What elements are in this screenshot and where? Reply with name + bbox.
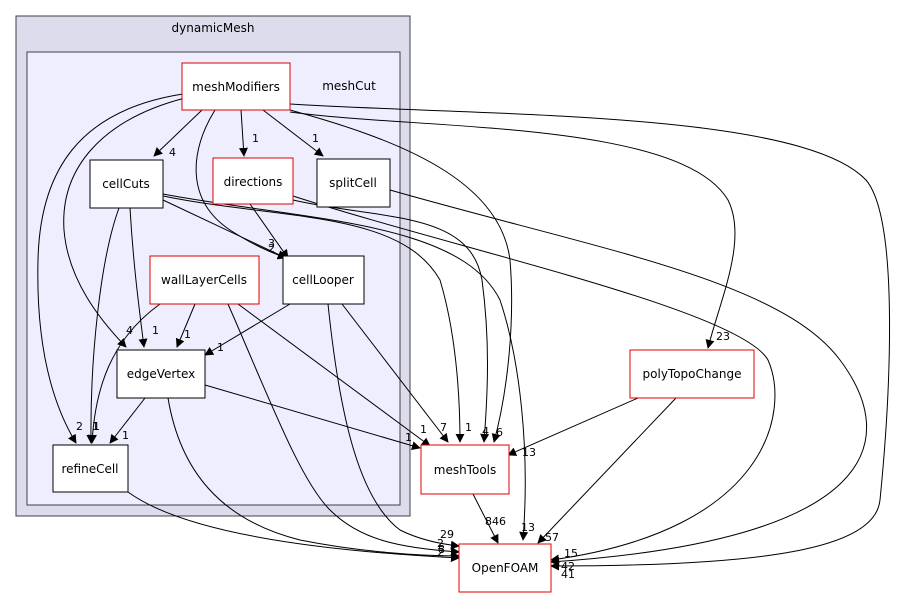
- edge-label: 6: [496, 426, 503, 439]
- edge-wallLayerCells-refineCell: [87, 303, 161, 444]
- edge-label: 2: [437, 546, 444, 559]
- edge-label: 2: [76, 420, 83, 433]
- edge-cellCuts-refineCell: [86, 207, 120, 444]
- edge-label: 1: [92, 420, 99, 433]
- edge-wallLayerCells-edgeVertex: [175, 303, 196, 348]
- edge-wallLayerCells-meshTools: [237, 303, 431, 447]
- node-label: cellCuts: [102, 177, 150, 191]
- edge-label: 23: [716, 330, 730, 343]
- node-refineCell[interactable]: refineCell: [52, 444, 129, 493]
- node-label: polyTopoChange: [643, 367, 742, 381]
- edge-label: 29: [440, 528, 454, 541]
- node-label: meshTools: [434, 463, 497, 477]
- edge-cellLooper-meshTools: [341, 303, 449, 443]
- edge-label: 1: [217, 341, 224, 354]
- edge-polyTopoChange-OpenFOAM: [537, 397, 677, 544]
- edge-meshModifiers-directions: [238, 109, 248, 157]
- edge-label: 8: [438, 543, 445, 556]
- edge-label: 1: [405, 431, 412, 444]
- edges: [37, 93, 891, 571]
- edge-meshModifiers-cellLooper: [195, 109, 287, 260]
- edge-meshModifiers-refineCell: [37, 93, 184, 444]
- edge-directions-meshTools: [292, 199, 490, 443]
- edge-label: 4: [482, 425, 489, 438]
- edge-label: 2: [268, 242, 275, 255]
- edge-label: 1: [465, 421, 472, 434]
- node-label: wallLayerCells: [161, 273, 247, 287]
- edge-meshModifiers-polyTopoChange: [289, 111, 736, 349]
- edge-label: 846: [485, 515, 506, 528]
- node-wallLayerCells[interactable]: wallLayerCells: [149, 255, 260, 305]
- edge-label: 2: [437, 537, 444, 550]
- edge-meshModifiers-OpenFOAM: [289, 103, 891, 571]
- edge-label: 13: [522, 446, 536, 459]
- edge-label: 4: [126, 324, 133, 337]
- edge-label: 1: [152, 324, 159, 337]
- node-cellLooper[interactable]: cellLooper: [282, 255, 365, 305]
- edge-edgeVertex-refineCell: [109, 397, 146, 444]
- cluster-dynamicMesh-label: dynamicMesh: [172, 21, 255, 35]
- node-label: directions: [224, 175, 283, 189]
- node-meshModifiers[interactable]: meshModifiers: [181, 62, 291, 111]
- edge-cellCuts-cellLooper: [162, 199, 287, 259]
- edge-cellCuts-edgeVertex: [129, 207, 148, 348]
- edge-label: 1: [184, 328, 191, 341]
- edge-label: 13: [521, 521, 535, 534]
- node-directions[interactable]: directions: [212, 157, 294, 205]
- edge-label: 4: [169, 146, 176, 159]
- edge-label: 41: [561, 568, 575, 581]
- edge-cellCuts-meshTools: [162, 195, 465, 443]
- edge-refineCell-OpenFOAM: [127, 491, 460, 563]
- edge-labels: 4 1 1 23 42 3 1 13 2 4 15 1 1 1 2 1 7 29…: [76, 132, 730, 581]
- nodes: meshModifiers cellCuts directions splitC…: [52, 62, 755, 593]
- node-label: meshModifiers: [192, 80, 280, 94]
- node-edgeVertex[interactable]: edgeVertex: [116, 349, 206, 399]
- edge-label: 1: [122, 429, 129, 442]
- edge-label: 42: [561, 560, 575, 573]
- edge-meshTools-OpenFOAM: [472, 493, 499, 544]
- edge-edgeVertex-OpenFOAM: [167, 397, 460, 561]
- node-splitCell[interactable]: splitCell: [316, 158, 391, 208]
- node-polyTopoChange[interactable]: polyTopoChange: [629, 349, 755, 399]
- node-label: cellLooper: [292, 273, 354, 287]
- node-label: refineCell: [61, 462, 118, 476]
- edge-cellCuts-OpenFOAM: [162, 193, 529, 541]
- edge-label: 1: [93, 420, 100, 433]
- node-OpenFOAM[interactable]: OpenFOAM: [458, 543, 552, 593]
- node-label: edgeVertex: [127, 367, 196, 381]
- edge-polyTopoChange-meshTools: [507, 397, 639, 456]
- cluster-meshCut-label: meshCut: [322, 79, 376, 93]
- edge-label: 1: [312, 132, 319, 145]
- edge-cellLooper-edgeVertex: [204, 303, 291, 356]
- edge-label: 15: [564, 547, 578, 560]
- edge-meshModifiers-cellCuts: [153, 109, 203, 157]
- edge-directions-cellLooper: [249, 203, 289, 259]
- edge-meshModifiers-edgeVertex: [63, 97, 186, 348]
- edge-label: 1: [252, 132, 259, 145]
- edge-label: 3: [268, 237, 275, 250]
- edge-label: 7: [440, 421, 447, 434]
- node-meshTools[interactable]: meshTools: [420, 444, 510, 495]
- edge-cellLooper-OpenFOAM: [327, 303, 460, 550]
- edge-edgeVertex-meshTools: [204, 384, 421, 451]
- edge-wallLayerCells-OpenFOAM: [227, 303, 460, 556]
- edge-label: 57: [545, 531, 559, 544]
- edge-directions-OpenFOAM: [292, 195, 776, 564]
- node-label: OpenFOAM: [472, 561, 539, 575]
- edge-label: 1: [420, 423, 427, 436]
- node-cellCuts[interactable]: cellCuts: [89, 159, 164, 209]
- edge-meshModifiers-splitCell: [262, 109, 324, 157]
- edge-meshModifiers-meshTools: [289, 109, 513, 443]
- node-label: splitCell: [329, 176, 377, 190]
- edge-splitCell-OpenFOAM: [389, 189, 867, 566]
